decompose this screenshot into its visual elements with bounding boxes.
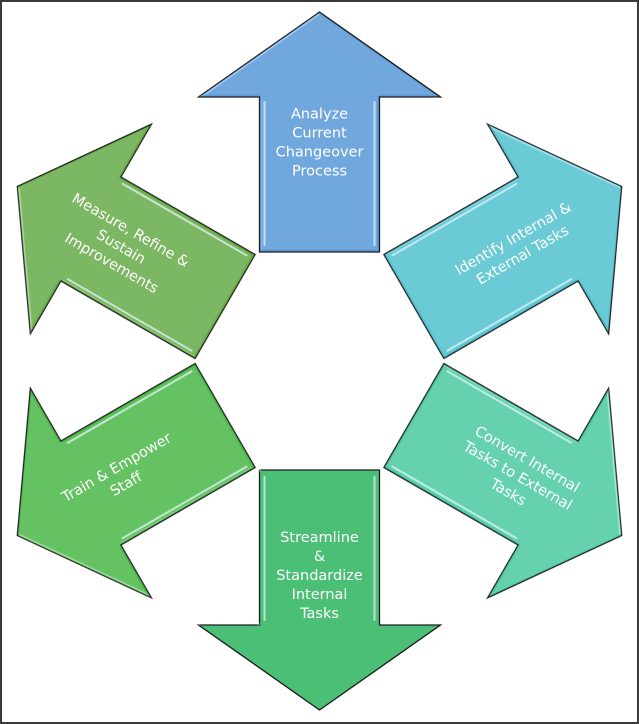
arrow-step-convert: Convert InternalTasks to ExternalTasks bbox=[382, 362, 623, 600]
label-line: Streamline bbox=[280, 530, 359, 546]
arrow-shape bbox=[196, 11, 443, 253]
label-line: Process bbox=[292, 164, 347, 180]
label-line: Analyze bbox=[291, 107, 348, 123]
bevel-highlight bbox=[391, 465, 518, 540]
arrow-shape bbox=[382, 122, 623, 360]
label-line: Internal bbox=[292, 587, 348, 603]
label-line: Current bbox=[292, 126, 347, 142]
bevel-highlight bbox=[121, 182, 248, 257]
bevel-highlight bbox=[446, 370, 573, 444]
label-line: Standardize bbox=[276, 568, 363, 584]
arrow-step-train: Train & EmpowerStaff bbox=[16, 362, 257, 600]
bevel-highlight bbox=[121, 465, 248, 540]
label-line: & bbox=[314, 549, 325, 565]
bevel-highlight bbox=[66, 278, 193, 352]
bevel-highlight bbox=[391, 182, 518, 257]
bevel-highlight bbox=[446, 278, 573, 352]
arrow-shape bbox=[16, 122, 257, 360]
arrow-step-measure: Measure, Refine &SustainImprovements bbox=[16, 122, 257, 360]
arrow-step-identify: Identify Internal &External Tasks bbox=[382, 122, 623, 360]
label-line: Changeover bbox=[276, 145, 364, 161]
bevel-highlight bbox=[66, 370, 193, 444]
arrow-shape bbox=[196, 469, 443, 711]
label-line: Tasks bbox=[299, 606, 339, 622]
arrow-shape bbox=[382, 362, 623, 600]
arrow-shape bbox=[16, 362, 257, 600]
